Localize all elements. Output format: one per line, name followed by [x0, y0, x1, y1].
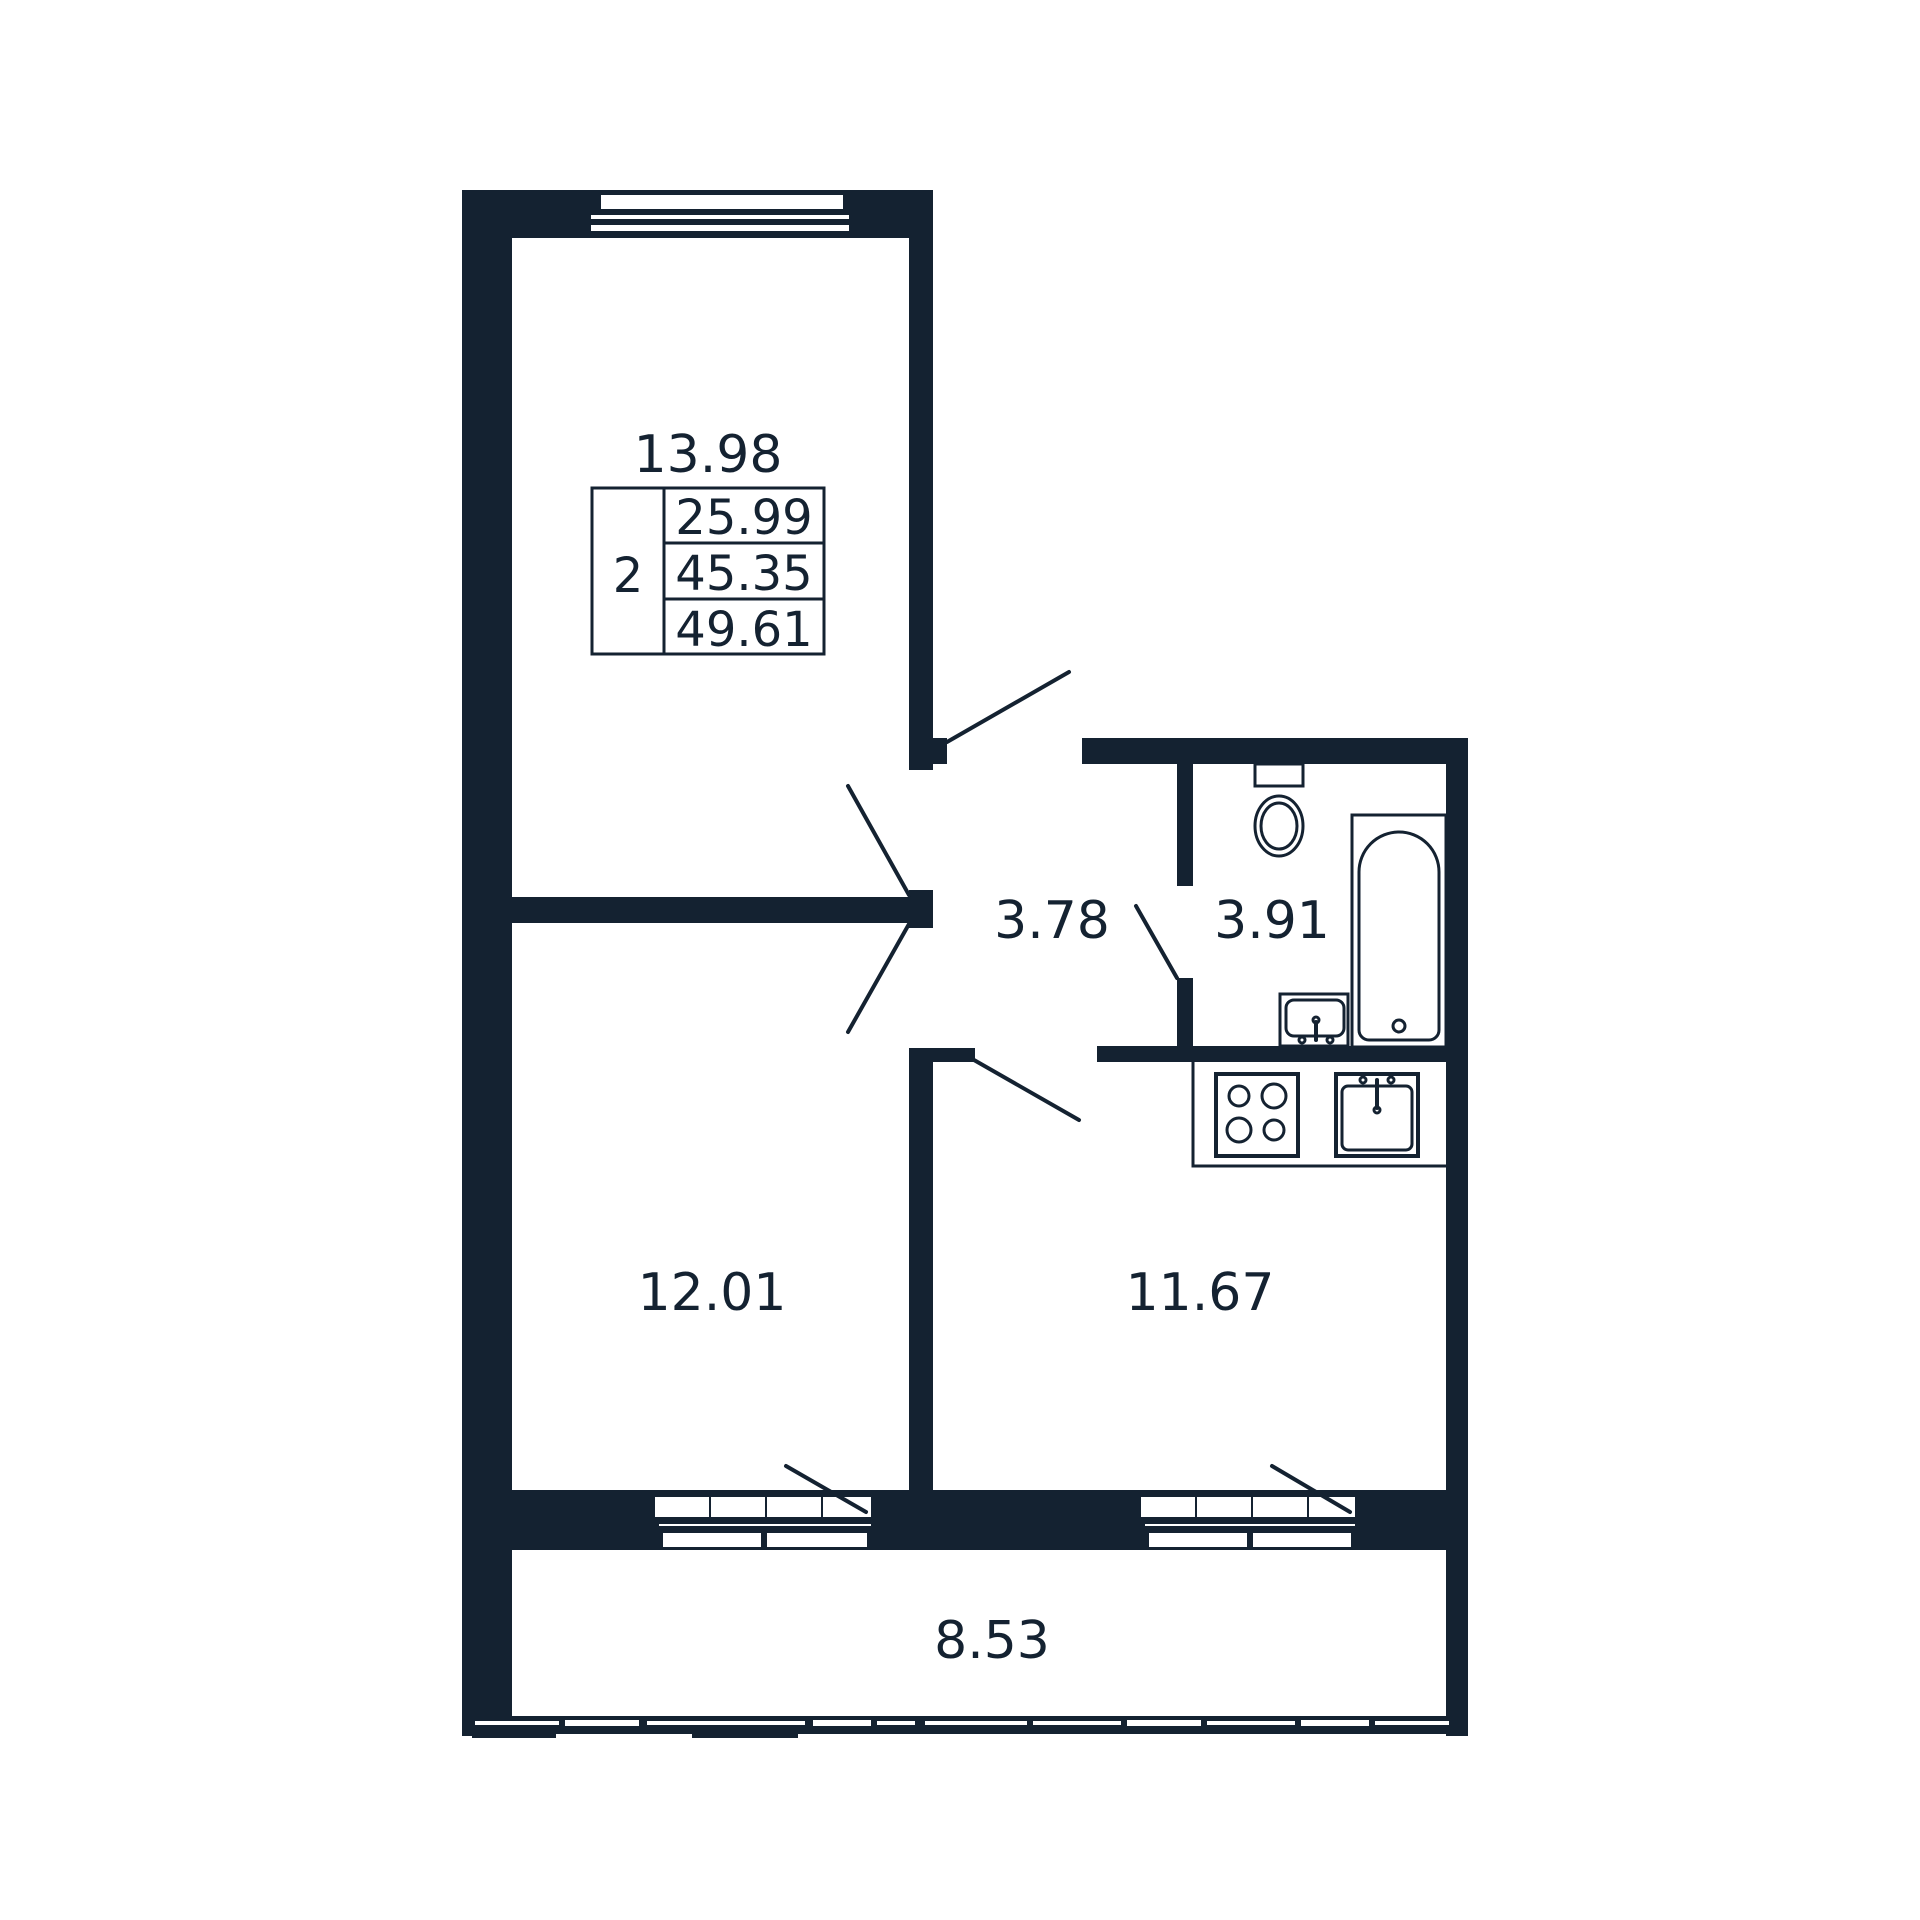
wall-partition-end	[909, 890, 933, 928]
wall-left	[462, 190, 512, 1736]
room-area-balcony: 8.53	[934, 1611, 1050, 1671]
living-area: 25.99	[675, 490, 812, 546]
door-swing-bedroom-lower	[846, 922, 911, 1034]
wall-bath-left-upper	[1177, 764, 1193, 886]
door-swing-bedroom-upper	[846, 784, 911, 897]
room-area-bedroom-bottom: 12.01	[638, 1263, 787, 1323]
wall-bath-bottom	[1097, 1046, 1447, 1062]
window-bottom-left	[653, 1464, 873, 1549]
door-jamb-kitchen	[933, 1048, 975, 1062]
wall-right	[1446, 738, 1468, 1736]
door-jamb	[933, 738, 947, 764]
toilet-icon	[1253, 762, 1305, 858]
room-area-kitchen: 11.67	[1126, 1263, 1275, 1323]
balcony	[462, 1550, 1468, 1738]
wall-bedroom-right	[909, 190, 933, 770]
kitchen-counter	[1191, 1062, 1446, 1168]
room-area-bedroom-top: 13.98	[634, 425, 783, 485]
washbasin-icon	[1278, 992, 1350, 1048]
stove-icon	[1214, 1072, 1300, 1158]
wall-bath-left-lower	[1177, 978, 1193, 1058]
rooms-count: 2	[613, 548, 644, 604]
window-bottom-right	[1139, 1464, 1357, 1549]
total-area: 45.35	[675, 546, 812, 602]
total-with-balcony: 49.61	[675, 602, 812, 658]
wall-bedroom-partition	[512, 897, 933, 923]
door-swing-bedroom-top	[945, 670, 1071, 744]
wall-middle-lower	[909, 1048, 933, 1498]
kitchen-sink-icon	[1334, 1072, 1420, 1158]
room-area-hallway: 3.78	[994, 891, 1110, 951]
summary-table: 2 25.99 45.35 49.61	[590, 486, 826, 658]
door-swing-bathroom	[1134, 904, 1179, 980]
bathtub-icon	[1350, 813, 1448, 1049]
wall-bath-top	[1082, 738, 1468, 764]
door-swing-kitchen	[972, 1058, 1081, 1122]
window-top	[589, 193, 851, 233]
room-area-bathroom: 3.91	[1214, 891, 1330, 951]
